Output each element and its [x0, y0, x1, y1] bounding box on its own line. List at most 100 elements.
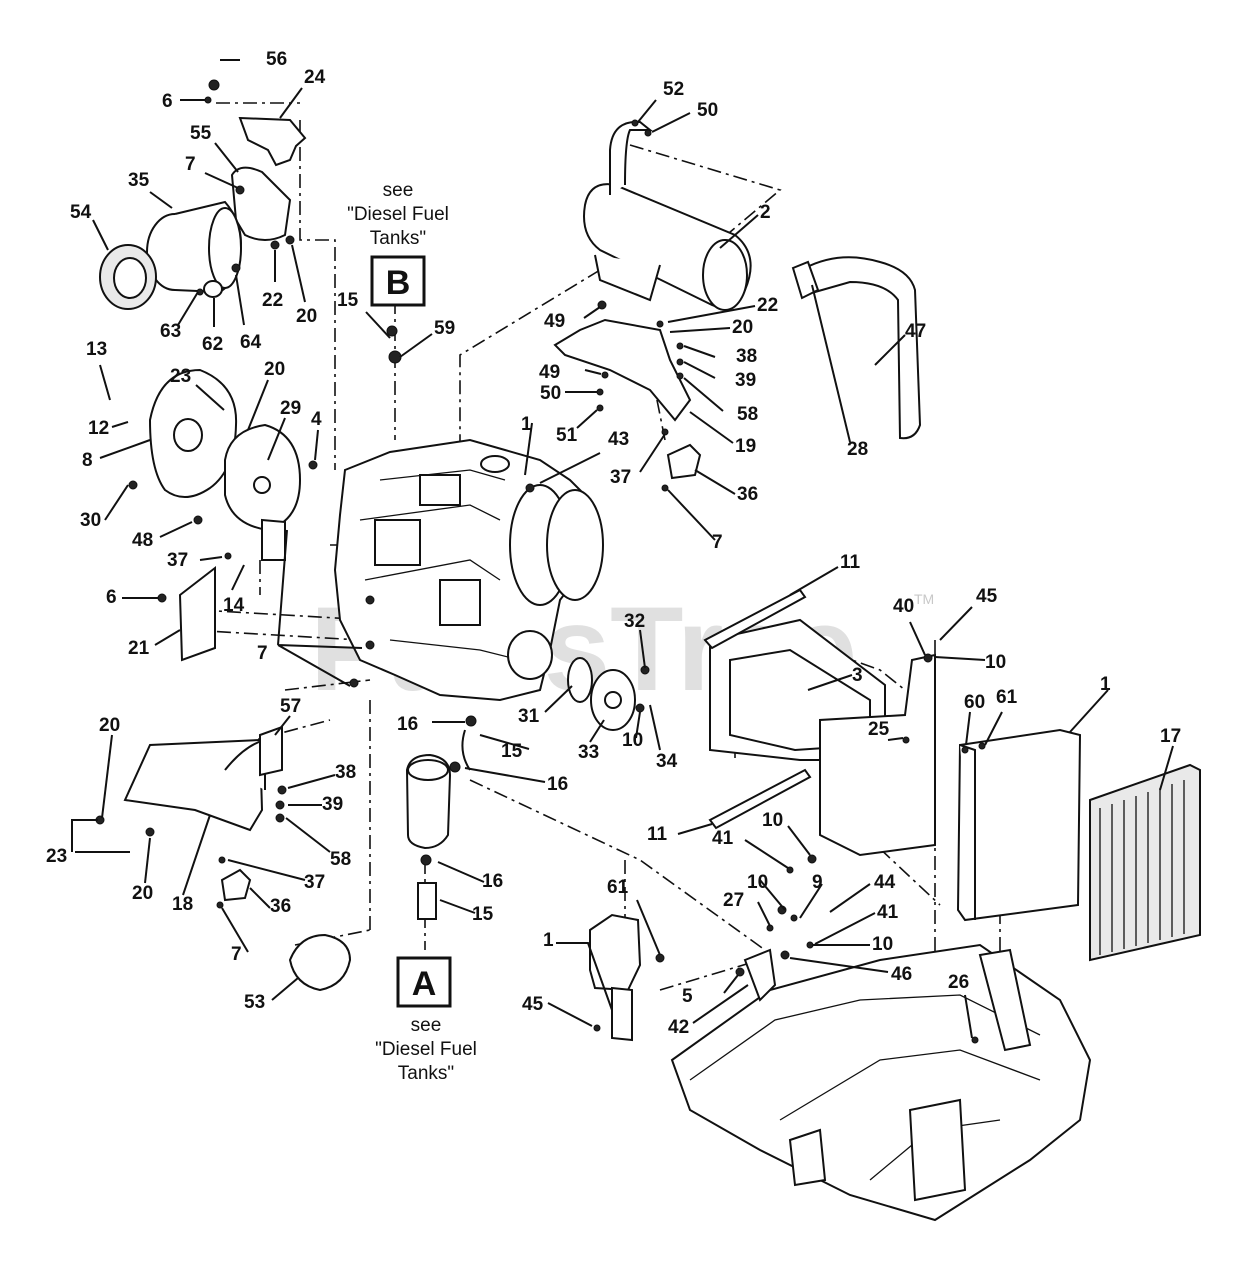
- callout-16: 16: [482, 871, 503, 892]
- reference-b: see "Diesel Fuel Tanks" B: [347, 180, 449, 307]
- callout-39: 39: [322, 794, 343, 815]
- callout-20: 20: [264, 359, 285, 380]
- callout-50: 50: [540, 383, 561, 404]
- reference-a-line1: see: [411, 1015, 442, 1036]
- callout-38: 38: [736, 346, 757, 367]
- callout-49: 49: [539, 362, 560, 383]
- callout-33: 33: [578, 742, 599, 763]
- callout-6: 6: [106, 587, 117, 608]
- callout-45: 45: [976, 586, 998, 607]
- callout-18: 18: [172, 894, 193, 915]
- callout-11: 11: [840, 552, 861, 573]
- callout-30: 30: [80, 510, 101, 531]
- reference-b-letter: B: [386, 264, 411, 302]
- callout-49: 49: [544, 311, 565, 332]
- callout-40: 40: [893, 596, 914, 617]
- hardware-dots: [95, 79, 986, 1044]
- callout-23: 23: [46, 846, 67, 867]
- callout-16: 16: [547, 774, 568, 795]
- callout-38: 38: [335, 762, 356, 783]
- callout-19: 19: [735, 436, 756, 457]
- callout-4: 4: [311, 409, 322, 430]
- callout-39: 39: [735, 370, 756, 391]
- reference-b-line3: Tanks": [370, 228, 426, 249]
- callout-11: 11: [647, 824, 668, 845]
- callout-14: 14: [223, 595, 245, 616]
- callout-7: 7: [231, 944, 242, 965]
- callout-7: 7: [257, 643, 268, 664]
- callout-41: 41: [877, 902, 899, 923]
- callout-1: 1: [521, 414, 532, 435]
- callout-56: 56: [266, 49, 287, 70]
- callout-58: 58: [737, 404, 758, 425]
- callout-20: 20: [732, 317, 753, 338]
- part-drawings: [99, 116, 1201, 1222]
- callout-59: 59: [434, 318, 455, 339]
- callout-31: 31: [518, 706, 540, 727]
- callout-47: 47: [905, 321, 926, 342]
- callout-55: 55: [190, 123, 212, 144]
- callout-27: 27: [723, 890, 744, 911]
- callout-9: 9: [812, 872, 823, 893]
- callout-28: 28: [847, 439, 868, 460]
- leader-lines: [71, 59, 1174, 1039]
- callout-20: 20: [132, 883, 153, 904]
- callout-54: 54: [70, 202, 92, 223]
- callout-10: 10: [622, 730, 643, 751]
- callout-51: 51: [556, 425, 578, 446]
- callout-3: 3: [852, 665, 863, 686]
- callout-25: 25: [868, 719, 890, 740]
- callout-64: 64: [240, 332, 262, 353]
- callout-8: 8: [82, 450, 93, 471]
- callout-24: 24: [304, 67, 326, 88]
- callout-63: 63: [160, 321, 181, 342]
- callout-17: 17: [1160, 726, 1181, 747]
- callout-15: 15: [337, 290, 359, 311]
- callout-32: 32: [624, 611, 645, 632]
- reference-b-line1: see: [383, 180, 414, 201]
- reference-b-line2: "Diesel Fuel: [347, 204, 449, 225]
- reference-a-line2: "Diesel Fuel: [375, 1039, 477, 1060]
- watermark-trademark: TM: [914, 591, 934, 607]
- callout-44: 44: [874, 872, 896, 893]
- callout-50: 50: [697, 100, 718, 121]
- callout-7: 7: [712, 532, 723, 553]
- reference-a-line3: Tanks": [398, 1063, 454, 1084]
- callout-61: 61: [607, 877, 629, 898]
- callout-20: 20: [296, 306, 317, 327]
- callout-1: 1: [543, 930, 554, 951]
- callout-35: 35: [128, 170, 150, 191]
- callout-43: 43: [608, 429, 629, 450]
- callout-53: 53: [244, 992, 265, 1013]
- callout-10: 10: [985, 652, 1006, 673]
- callout-6: 6: [162, 91, 173, 112]
- callout-22: 22: [757, 295, 778, 316]
- callout-10: 10: [762, 810, 783, 831]
- callout-52: 52: [663, 79, 684, 100]
- reference-b-box: [370, 255, 426, 307]
- callout-21: 21: [128, 638, 150, 659]
- callout-15: 15: [501, 741, 523, 762]
- callout-22: 22: [262, 290, 283, 311]
- callout-10: 10: [747, 872, 768, 893]
- callout-41: 41: [712, 828, 734, 849]
- callout-37: 37: [610, 467, 631, 488]
- callout-58: 58: [330, 849, 351, 870]
- callout-46: 46: [891, 964, 912, 985]
- callout-2: 2: [760, 202, 771, 223]
- reference-a-box: [396, 956, 452, 1008]
- callout-29: 29: [280, 398, 301, 419]
- callout-26: 26: [948, 972, 969, 993]
- callout-62: 62: [202, 334, 223, 355]
- callout-34: 34: [656, 751, 678, 772]
- callout-36: 36: [737, 484, 758, 505]
- callout-36: 36: [270, 896, 291, 917]
- callout-12: 12: [88, 418, 109, 439]
- callout-45: 45: [522, 994, 544, 1015]
- callout-16: 16: [397, 714, 418, 735]
- callout-15: 15: [472, 904, 494, 925]
- callout-23: 23: [170, 366, 191, 387]
- callout-37: 37: [304, 872, 325, 893]
- callout-61: 61: [996, 687, 1018, 708]
